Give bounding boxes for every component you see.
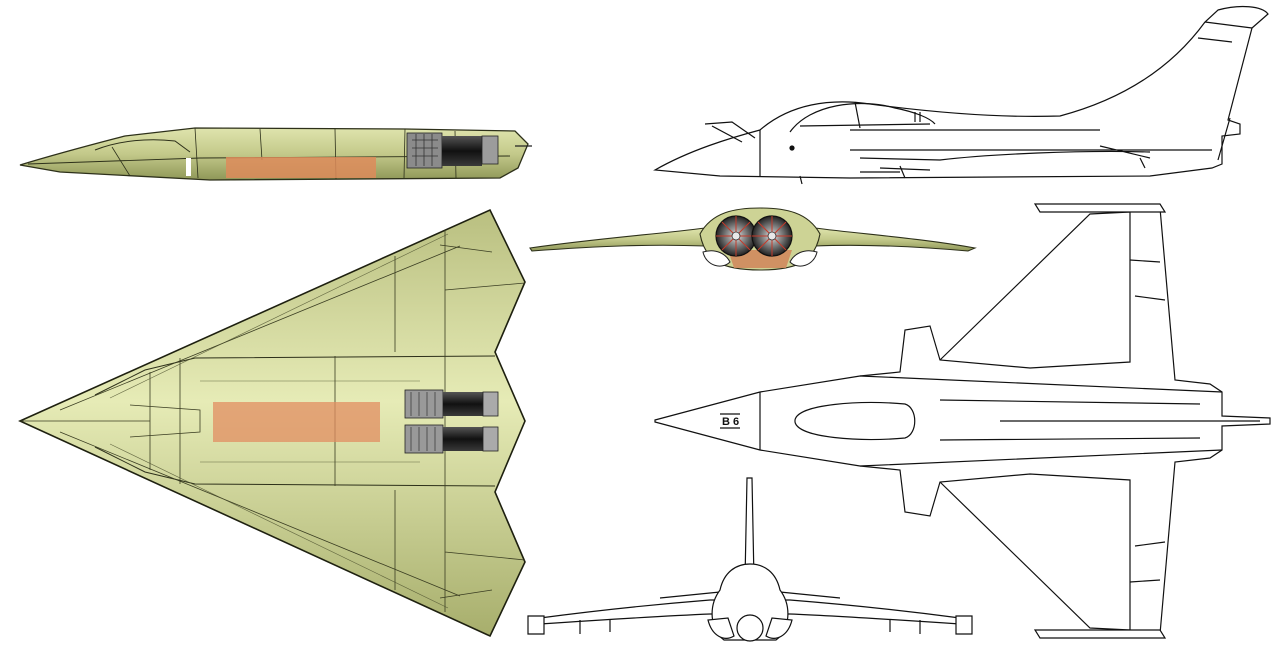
front-intake-left [702,250,731,267]
side-white-marker [186,158,191,176]
rafale-wingtip-rails [1033,203,1167,639]
planform-engine-lower [404,424,499,454]
rafale-wing-lower [939,481,1166,631]
rafale-canopy-top [794,401,916,441]
side-canopy-line [94,139,191,153]
rafale-pylons [799,157,1146,185]
front-intake-right [789,250,818,267]
front-fan-left [715,215,757,257]
side-fuselage [19,127,529,181]
stealth-uav-side-view [19,127,532,181]
planform-diagonal-lines [109,233,449,609]
rafale-fin-lines [1197,21,1253,161]
rafale-probe [704,121,756,143]
rafale-wingtip-pods [527,615,973,635]
rafale-planform-lines [720,375,1260,467]
planform-engine-upper [404,389,499,419]
rafale-fuselage-side [653,5,1269,179]
rafale-side-view [653,5,1269,185]
rafale-front-view [527,477,973,642]
rafale-canards-front [659,591,841,599]
rafale-canopy [789,101,936,133]
side-weapon-bay [226,157,376,178]
rafale-nose-code: B 6 [722,416,739,428]
rafale-side-panels [759,112,1212,176]
rafale-pylons-front [579,620,921,634]
front-fan-right [751,215,793,257]
stealth-uav-planform-view [18,208,526,638]
rafale-wing-upper [939,211,1166,361]
rafale-side-sensor [789,145,795,151]
rafale-intakes-front [707,617,793,639]
rafale-planform-view: B 6 [654,203,1271,639]
rafale-planform-body [654,207,1271,635]
planform-weapon-bay [213,402,380,442]
stealth-uav-front-view [529,207,977,271]
rafale-nose-front [736,614,764,642]
planform-fuselage-outline [94,355,496,487]
side-engine [406,132,499,169]
